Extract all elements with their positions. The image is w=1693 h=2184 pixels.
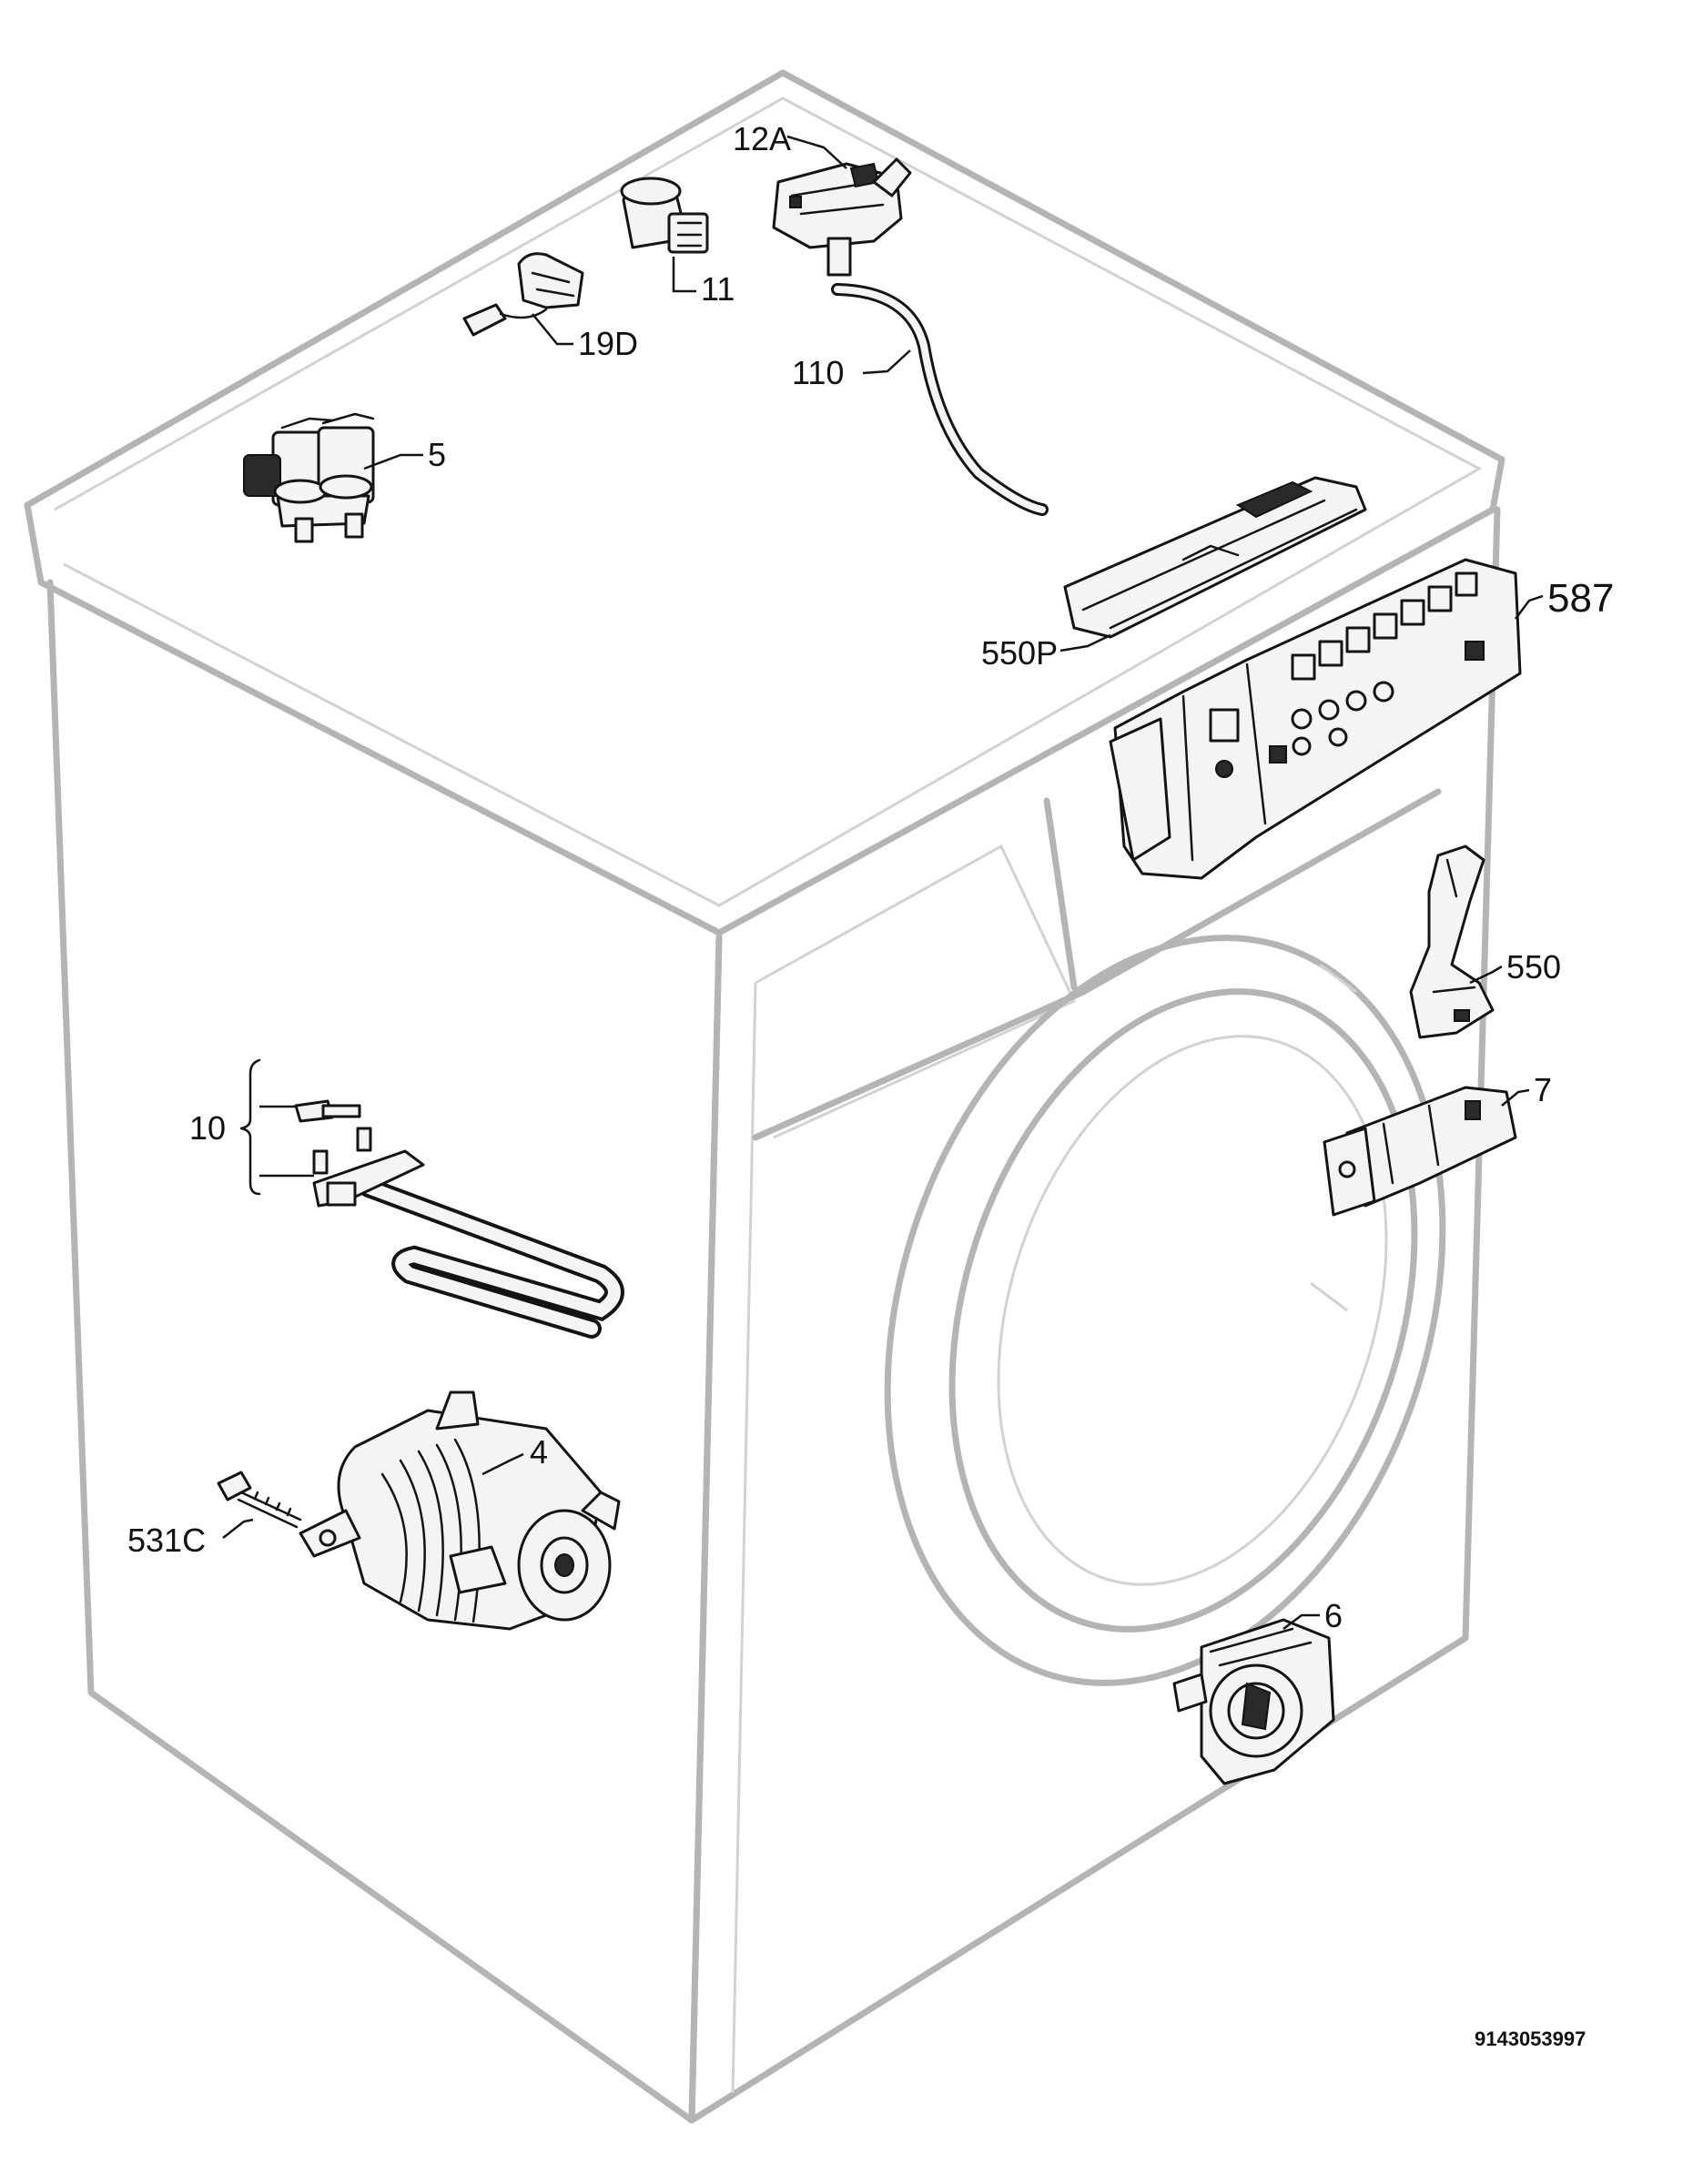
interference-filter-part: [620, 177, 709, 254]
label-110: 110: [792, 354, 844, 391]
label-11: 11: [701, 270, 735, 308]
door-interlock-part: [1323, 1086, 1517, 1217]
motor-part: [299, 1390, 621, 1631]
dispenser-strip-part: [1063, 476, 1367, 639]
label-10: 10: [189, 1109, 226, 1147]
label-7: 7: [1534, 1071, 1552, 1108]
board-components: [1209, 571, 1485, 778]
label-5: 5: [428, 436, 446, 473]
label-12a: 12A: [733, 120, 791, 157]
label-550p: 550P: [981, 634, 1058, 672]
control-board-part: [1109, 558, 1522, 880]
label-19d: 19D: [578, 325, 638, 362]
door-handle-part: [1409, 844, 1495, 1039]
washing-machine-cabinet: [24, 69, 1505, 2124]
label-4: 4: [530, 1433, 548, 1471]
label-587: 587: [1547, 576, 1614, 621]
thermistor-part: [462, 252, 584, 337]
pressure-switch-part: [772, 157, 912, 277]
label-550: 550: [1506, 948, 1561, 986]
label-531c: 531C: [127, 1522, 206, 1559]
drawing-code: 9143053997: [1475, 2027, 1586, 2050]
pressure-hose-part: [831, 283, 1049, 516]
heating-element-part: [294, 1099, 624, 1339]
drain-pump-part: [1172, 1618, 1335, 1785]
screw-part: [217, 1471, 302, 1529]
inlet-valve-part: [243, 412, 375, 543]
label-6: 6: [1324, 1597, 1343, 1634]
